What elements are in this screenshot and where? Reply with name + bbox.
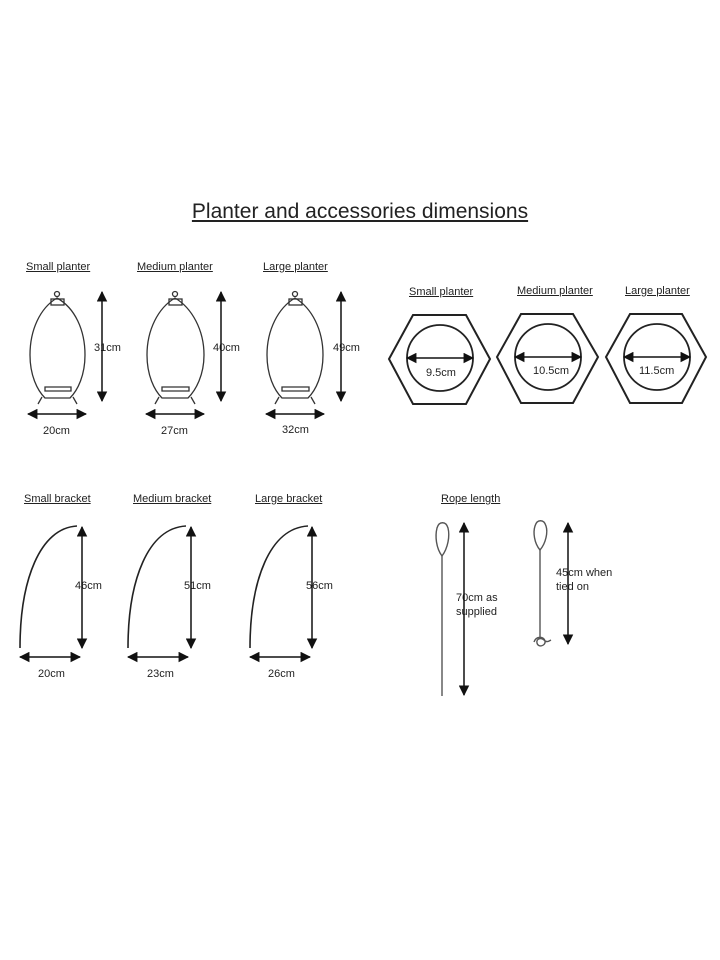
small-hole-diameter: 9.5cm	[426, 367, 456, 379]
medium-hole-drawing	[495, 313, 600, 404]
large-bracket-label: Large bracket	[255, 493, 323, 505]
rope-supplied-drawing	[435, 522, 450, 696]
medium-planter-label: Medium planter	[137, 261, 213, 273]
small-planter-drawing	[29, 290, 86, 405]
small-planter-width: 20cm	[43, 425, 70, 437]
medium-hole-diameter: 10.5cm	[533, 365, 570, 377]
medium-hole-label: Medium planter	[517, 285, 593, 297]
small-planter-label: Small planter	[26, 261, 91, 273]
medium-planter-width: 27cm	[161, 425, 188, 437]
page-title: Planter and accessories dimensions	[191, 200, 529, 223]
rope-length-label: Rope length	[441, 493, 501, 505]
rope-tied-drawing	[533, 520, 552, 647]
small-bracket-drawing	[19, 525, 78, 649]
large-planter-drawing	[266, 290, 324, 405]
large-planter-label: Large planter	[263, 261, 328, 273]
small-hole-drawing	[387, 314, 492, 405]
medium-planter-drawing	[146, 290, 205, 405]
medium-bracket-drawing	[127, 525, 187, 649]
large-bracket-width: 26cm	[268, 668, 295, 680]
large-hole-label: Large planter	[625, 285, 690, 297]
medium-bracket-label: Medium bracket	[133, 493, 212, 505]
large-planter-width: 32cm	[282, 424, 309, 436]
large-hole-drawing	[604, 313, 708, 404]
large-hole-diameter: 11.5cm	[639, 365, 675, 377]
small-bracket-label: Small bracket	[24, 493, 91, 505]
small-bracket-width: 20cm	[38, 668, 65, 680]
small-hole-label: Small planter	[409, 286, 474, 298]
large-bracket-drawing	[249, 525, 309, 649]
medium-bracket-width: 23cm	[147, 668, 174, 680]
